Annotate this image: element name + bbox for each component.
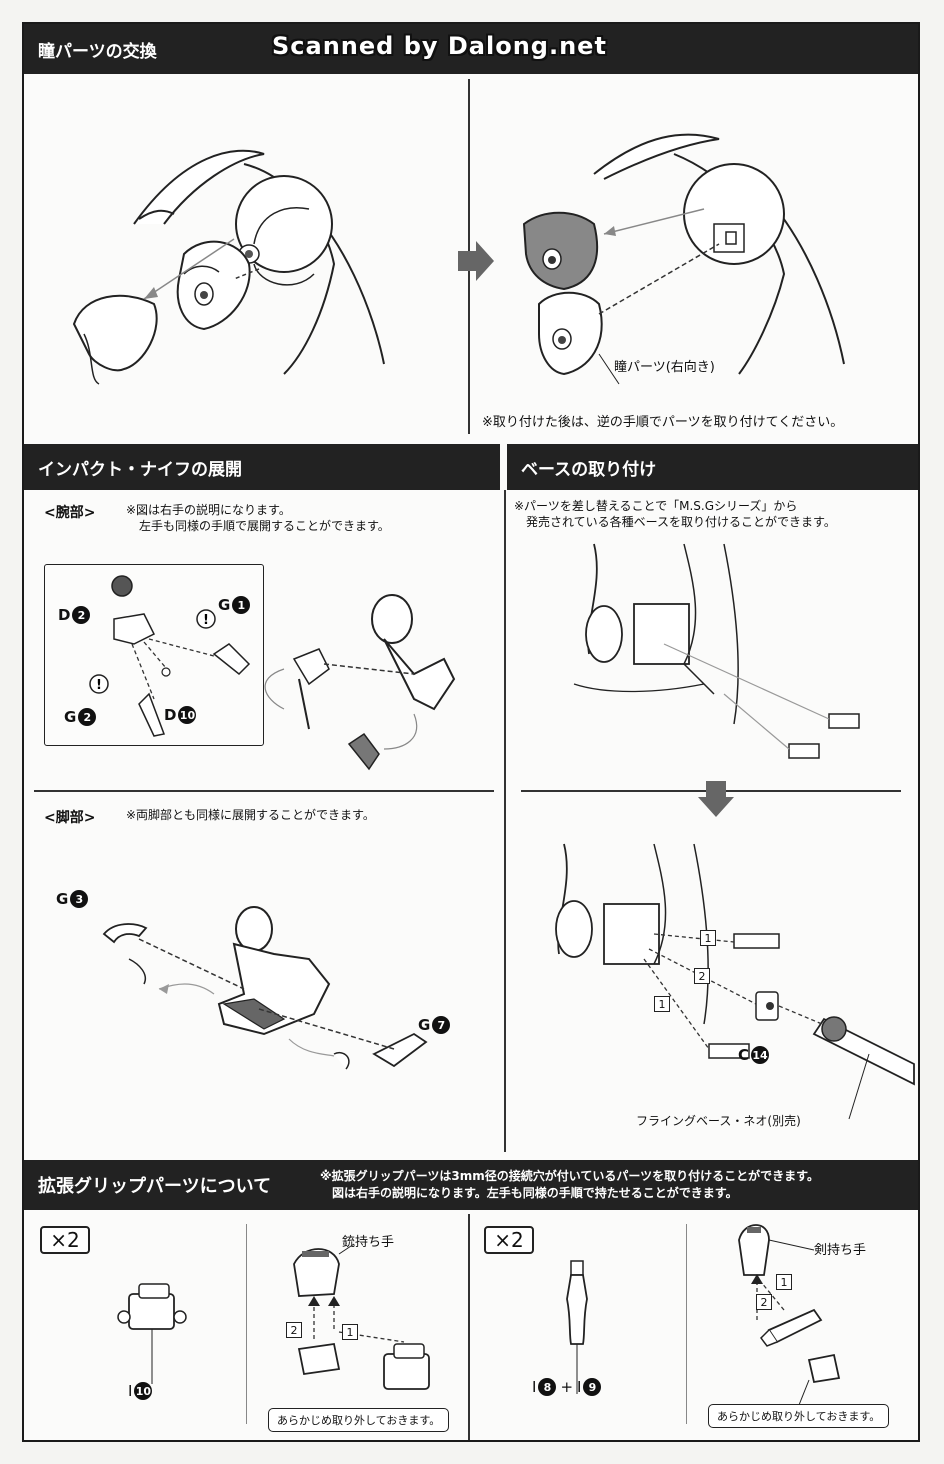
sword-hand-illustration — [738, 1224, 841, 1406]
instruction-sheet: 瞳パーツの交換 Scanned by Dalong.net — [22, 22, 920, 1442]
knife-divider — [34, 790, 494, 792]
base-step-arrow — [698, 781, 734, 817]
base-title: ベースの取り付け — [521, 459, 657, 480]
knife-base-divider — [504, 490, 506, 1152]
gun-hand-illustration — [293, 1243, 430, 1390]
grip-left-divider — [246, 1224, 247, 1424]
base-before-illustration — [573, 543, 860, 759]
eye-swap-after-illustration — [522, 133, 845, 385]
grip-left-multiplier: ×2 — [40, 1226, 90, 1254]
knife-title-bar: インパクト・ナイフの展開 — [24, 444, 500, 490]
leg-heading: <脚部> — [44, 810, 96, 826]
grip-title-bar: 拡張グリップパーツについて — [24, 1160, 918, 1210]
sword-step-2: 2 — [756, 1294, 772, 1310]
gun-step-2: 2 — [286, 1322, 302, 1338]
eye-swap-title: 瞳パーツの交換 — [38, 41, 157, 62]
gun-hand-label: 銃持ち手 — [342, 1235, 395, 1250]
sword-hand-label: 剣持ち手 — [814, 1243, 867, 1258]
next-step-arrow — [458, 241, 494, 281]
gun-grip-part-illustration — [117, 1283, 187, 1384]
scan-watermark: Scanned by Dalong.net — [272, 32, 607, 60]
base-step-2: 2 — [694, 968, 710, 984]
eye-part-label: 瞳パーツ(右向き) — [614, 360, 715, 375]
base-after-illustration — [555, 843, 915, 1120]
sword-grip-part-illustration — [566, 1260, 588, 1394]
gun-step-1: 1 — [342, 1324, 358, 1340]
base-step-1-bottom: 1 — [654, 996, 670, 1012]
arm-fist-illustration — [264, 594, 456, 771]
arm-note-1: ※図は右手の説明になります。 — [126, 503, 291, 517]
base-note-2: 発売されている各種ベースを取り付けることができます。 — [526, 515, 836, 529]
base-step-1-top: 1 — [700, 930, 716, 946]
leg-note: ※両脚部とも同様に展開することができます。 — [126, 808, 375, 822]
base-title-bar: ベースの取り付け — [507, 444, 918, 490]
base-note-1: ※パーツを差し替えることで「M.S.Gシリーズ」から — [514, 499, 798, 513]
sword-remove-note: あらかじめ取り外しておきます。 — [708, 1404, 890, 1428]
leg-knife-illustration — [102, 906, 428, 1070]
arm-knife-parts-illustration: ! ! — [89, 575, 251, 737]
knife-title: インパクト・ナイフの展開 — [38, 459, 242, 480]
flying-base-label: フライングベース・ネオ(別売) — [636, 1114, 801, 1128]
svg-text:!: ! — [203, 613, 209, 628]
arm-heading: <腕部> — [44, 505, 96, 521]
arm-note-2: 左手も同様の手順で展開することができます。 — [139, 519, 390, 533]
svg-text:!: ! — [96, 678, 102, 693]
gun-remove-note: あらかじめ取り外しておきます。 — [268, 1408, 450, 1432]
grip-note-1: ※拡張グリップパーツは3mm径の接続穴が付いているパーツを取り付けることができま… — [320, 1169, 819, 1183]
eye-swap-title-bar: 瞳パーツの交換 — [24, 24, 918, 74]
eye-swap-note: ※取り付けた後は、逆の手順でパーツを取り付けてください。 — [482, 415, 844, 430]
eye-swap-before-illustration — [72, 149, 385, 385]
grip-note-2: 図は右手の説明になります。左手も同様の手順で持たせることができます。 — [332, 1186, 738, 1200]
grip-right-multiplier: ×2 — [484, 1226, 534, 1254]
grip-right-divider — [686, 1224, 687, 1424]
sword-step-1: 1 — [776, 1274, 792, 1290]
grip-center-divider — [468, 1214, 470, 1440]
grip-title: 拡張グリップパーツについて — [38, 1176, 272, 1197]
